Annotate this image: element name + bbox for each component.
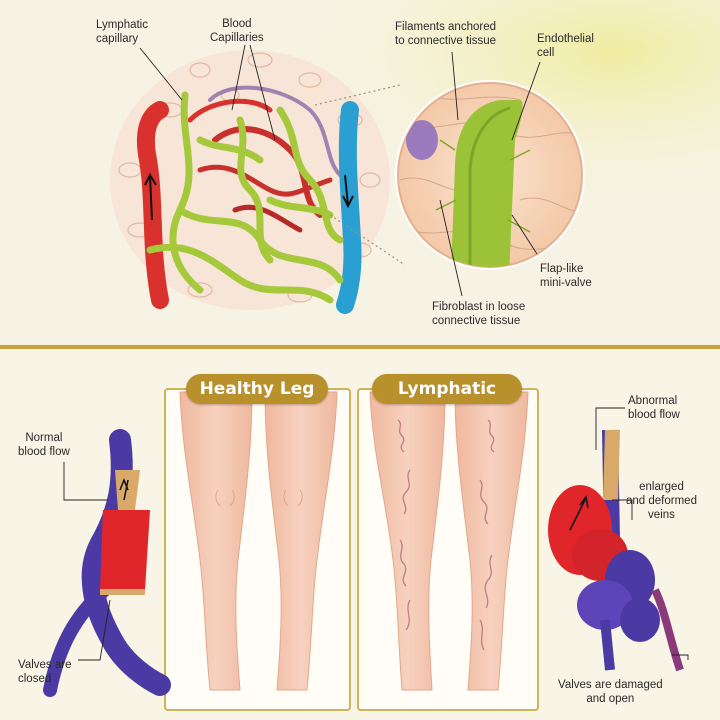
left-leaders — [63, 462, 111, 661]
label-abnormal-flow: Abnormal blood flow — [628, 395, 680, 421]
top-leaders — [139, 44, 541, 297]
abnormal-vein — [548, 429, 684, 672]
artery-vessel — [136, 101, 169, 309]
label-filaments: Filaments anchored to connective tissue — [395, 21, 497, 47]
capillary-network — [187, 85, 342, 233]
label-normal-flow: Normal blood flow — [18, 432, 70, 458]
label-enlarged-veins: enlarged and deformed veins — [626, 481, 697, 521]
zoom-circle — [395, 80, 585, 270]
healthy-legs — [179, 391, 338, 691]
lymph-network — [146, 91, 344, 304]
label-valves-closed: Valves are closed — [18, 659, 72, 685]
vein-vessel — [336, 101, 362, 314]
label-fibroblast: Fibroblast in loose connective tissue — [432, 301, 526, 327]
lymphatic-legs — [369, 391, 529, 691]
label-blood-capillaries: Blood Capillaries — [210, 18, 264, 44]
zoom-connector — [314, 84, 406, 266]
lymphatic-title: Lymphatic — [372, 374, 522, 404]
varicose-veins — [397, 419, 495, 651]
healthy-knees — [215, 489, 303, 507]
healthy-leg-title: Healthy Leg — [186, 374, 328, 404]
section-divider — [0, 345, 720, 349]
right-leaders — [595, 407, 689, 660]
label-endothelial-cell: Endothelial cell — [537, 33, 594, 59]
flow-arrows — [144, 172, 354, 221]
label-lymphatic-capillary: Lymphatic capillary — [96, 19, 148, 45]
label-valves-damaged: Valves are damaged and open — [558, 679, 663, 705]
label-flap-valve: Flap-like mini-valve — [540, 263, 592, 289]
normal-vein — [43, 429, 171, 697]
